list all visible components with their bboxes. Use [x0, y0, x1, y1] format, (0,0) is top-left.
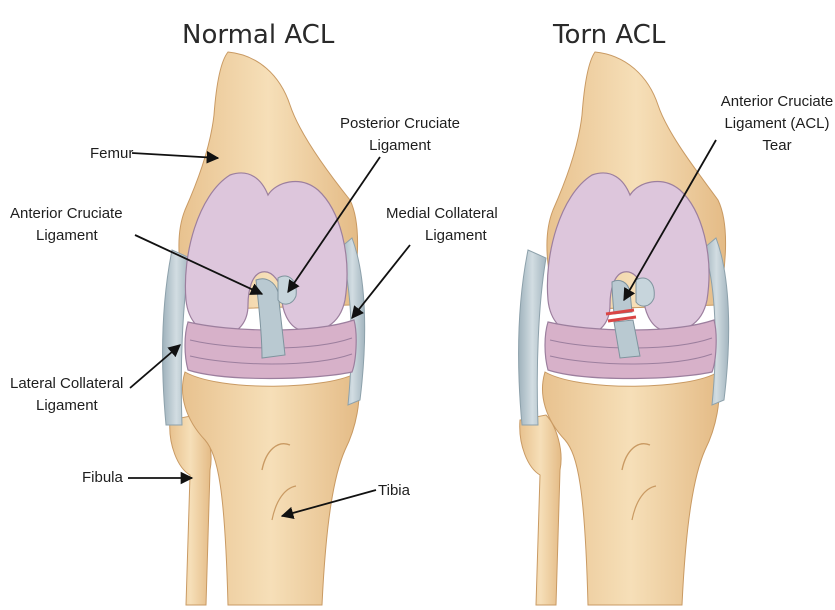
fibula-bone [520, 415, 561, 605]
tibia-label: Tibia [378, 482, 411, 499]
acl-tear-label-line3: Tear [762, 137, 791, 154]
normal-acl-title: Normal ACL [182, 20, 335, 50]
medial-collateral-label-line1: Medial Collateral [386, 205, 498, 222]
torn-knee-illustration [519, 52, 729, 605]
posterior-cruciate-label-line1: Posterior Cruciate [340, 115, 460, 132]
acl-tear-label-line2: Ligament (ACL) [724, 115, 829, 132]
acl-tear-label-line1: Anterior Cruciate [721, 93, 834, 110]
medial-collateral-label-line2: Ligament [425, 227, 488, 244]
tibia-bone [542, 372, 719, 605]
femur-label: Femur [90, 145, 133, 162]
lateral-collateral-ligament [519, 250, 546, 425]
tear-mark [606, 310, 636, 321]
anterior-cruciate-label-line1: Anterior Cruciate [10, 205, 123, 222]
torn-acl-title: Torn ACL [552, 20, 666, 50]
fibula-label: Fibula [82, 469, 124, 486]
lateral-collateral-label-line2: Ligament [36, 397, 99, 414]
fibula-bone [170, 415, 211, 605]
normal-knee-illustration [163, 52, 365, 605]
lateral-collateral-label-line1: Lateral Collateral [10, 375, 123, 392]
posterior-cruciate-label-line2: Ligament [369, 137, 432, 154]
anterior-cruciate-label-line2: Ligament [36, 227, 99, 244]
